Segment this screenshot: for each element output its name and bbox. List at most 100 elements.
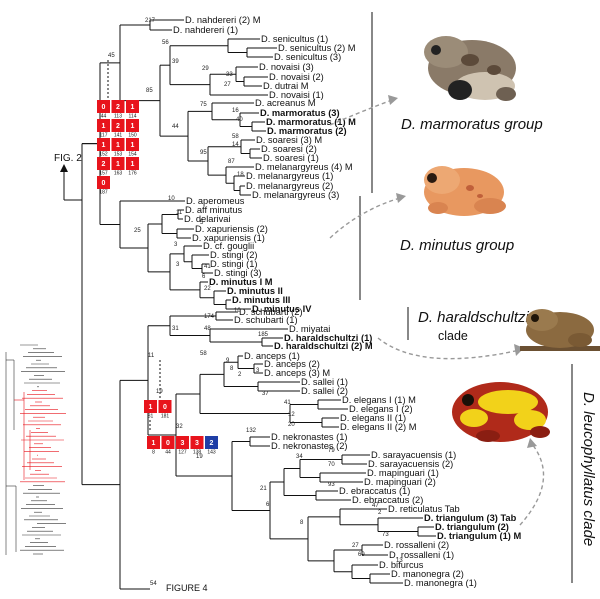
state-cell (190, 436, 204, 449)
arrowhead-icon (388, 95, 398, 105)
support-value: 13 (396, 558, 403, 564)
taxon-label: D. novaisi (2) (269, 72, 324, 82)
arrowhead-icon (527, 438, 537, 448)
support-value: 18 (237, 172, 244, 178)
support-value: 44 (172, 124, 179, 130)
character-state-box: 0442113111411172141115011521153115421571… (97, 100, 139, 196)
taxon-label: D. minutus IV (252, 304, 312, 314)
support-value: 56 (162, 40, 169, 46)
taxon-label: D. manonegra (2) (391, 569, 464, 579)
taxon-label: D. ebraccatus (1) (339, 486, 410, 496)
state-value: 1 (102, 123, 106, 130)
state-value: 1 (131, 142, 135, 149)
taxon-label: D. anceps (2) (264, 359, 320, 369)
state-cell (126, 119, 139, 132)
support-value: 11 (148, 353, 155, 359)
state-value: 3 (195, 440, 199, 447)
support-value: 34 (296, 454, 303, 460)
state-cell (126, 138, 139, 151)
character-number: 181 (161, 414, 170, 420)
state-value: 2 (116, 104, 120, 111)
orange-frog-photo (424, 166, 506, 216)
support-value: 10 (168, 196, 175, 202)
character-number: 44 (165, 450, 171, 456)
character-number: 141 (114, 133, 123, 139)
taxon-label: D. mapinguari (2) (364, 477, 436, 487)
taxon-label: D. soaresi (2) (261, 144, 317, 154)
state-cell (111, 138, 125, 151)
state-cell (176, 436, 189, 449)
support-value: 93 (328, 482, 335, 488)
overview-tree-thumbnail (5, 344, 66, 555)
brown-mottled-frog-photo (424, 36, 516, 101)
character-number: 113 (114, 114, 122, 120)
taxon-label: D. triangulum (2) (435, 522, 509, 532)
taxon-label: D. melanargyreus (4) M (255, 162, 353, 172)
state-value: 0 (166, 440, 170, 447)
character-number: 154 (128, 152, 137, 158)
support-value: 217 (145, 18, 156, 24)
support-value: 6 (266, 502, 270, 508)
character-number: 138 (193, 450, 202, 456)
group-label-haraldschultzi: D. haraldschultzi (418, 309, 530, 326)
taxon-label: D. minutus I M (209, 277, 273, 287)
taxon-label: D. bifurcus (379, 560, 424, 570)
state-cell (111, 119, 125, 132)
taxon-label: D. elegans I (1) M (342, 395, 416, 405)
state-value: 1 (116, 161, 120, 168)
support-value: 79 (328, 448, 335, 454)
state-value: 0 (163, 404, 167, 411)
support-value: 6 (202, 274, 206, 280)
support-value: 48 (204, 326, 211, 332)
state-value: 2 (210, 440, 214, 447)
taxon-label: D. dutrai M (263, 81, 308, 91)
support-value: 14 (232, 142, 239, 148)
state-cell (147, 436, 160, 449)
group-label-leucophyllatus: D. leucophyllatus clade (580, 392, 597, 546)
taxon-label: D. marmoratus (3) (260, 108, 340, 118)
support-value: 40 (236, 117, 243, 123)
taxon-label: D. schubarti (2) (239, 307, 303, 317)
support-value: 12 (288, 412, 295, 418)
support-value: 27 (352, 543, 359, 549)
state-cell (97, 157, 110, 170)
taxon-label: D. sallei (1) (301, 377, 348, 387)
group-label-minutus: D. minutus group (400, 237, 514, 254)
taxon-label: D. elegans I (2) (349, 404, 413, 414)
taxon-label: D. cf. gouglii (203, 241, 254, 251)
character-number: 44 (101, 114, 107, 120)
character-number: 163 (114, 171, 123, 177)
state-cell (97, 176, 110, 189)
taxon-label: D. stingi (2) (210, 250, 258, 260)
support-value: 29 (202, 66, 209, 72)
support-value: 20 (288, 422, 295, 428)
state-cell (126, 100, 139, 113)
taxon-label: D. reticulatus Tab (388, 504, 460, 514)
taxon-label: D. minutus III (232, 295, 290, 305)
state-value: 1 (102, 142, 106, 149)
taxon-label: D. melanargyreus (1) (246, 171, 333, 181)
support-value: 19 (196, 454, 203, 460)
taxon-label: D. xapuriensis (2) (195, 224, 268, 234)
support-value: 10 (234, 308, 241, 314)
state-cell (205, 436, 218, 449)
state-cell (158, 400, 172, 413)
taxon-label: D. triangulum (1) M (437, 531, 521, 541)
support-value: 85 (146, 88, 153, 94)
taxon-label: D. novaisi (3) (259, 62, 314, 72)
taxon-label: D. sarayacuensis (2) (368, 459, 453, 469)
state-cell (126, 157, 139, 170)
dashed-arrow (519, 443, 545, 526)
taxon-label: D. ebraccatus (2) (352, 495, 423, 505)
support-value: 41 (284, 400, 291, 406)
taxon-label: D. minutus II (227, 286, 283, 296)
support-value: 3 (174, 242, 178, 248)
taxon-label: D. nekronastes (2) (271, 441, 347, 451)
fig4-label: FIGURE 4 (166, 583, 208, 593)
taxon-label: D. marmoratus (1) M (266, 117, 356, 127)
taxon-label: D. xapuriensis (1) (192, 233, 265, 243)
taxon-label: D. senicultus (1) (261, 34, 328, 44)
support-value: 21 (260, 486, 267, 492)
support-value: 37 (262, 391, 269, 397)
taxon-label: D. delarivai (184, 214, 231, 224)
